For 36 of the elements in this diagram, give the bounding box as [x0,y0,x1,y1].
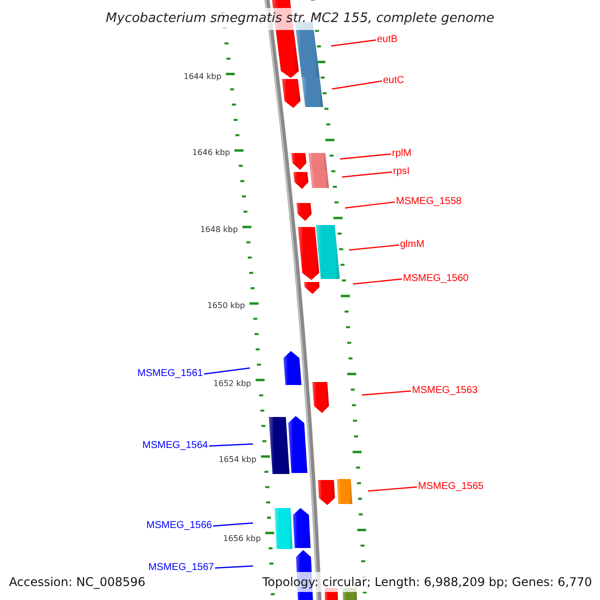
leader-line [204,367,250,375]
leader-line [330,39,376,47]
gene-label: rplM [392,148,412,160]
scale-label: 1650 kbp [207,301,245,310]
gene-label: MSMEG_1561 [137,368,203,380]
accession-text: Accession: NC_008596 [9,574,146,591]
leader-line [340,153,392,160]
leader-line [348,244,400,251]
scale-label: 1644 kbp [184,72,222,80]
title: Mycobacterium smegmatis str. MC2 155, complete genome [106,8,494,30]
gene-label: MSMEG_1560 [403,273,469,285]
genome-stats-text: Topology: circular; Length: 6,988,209 bp; Genes: 6,770 [262,572,592,592]
gene-label: glmM [400,239,424,251]
scale-label: 1648 kbp [200,224,238,234]
scale-label: 1646 kbp [192,148,230,157]
leader-line [368,486,418,492]
gene-label: MSMEG_1566 [146,520,212,532]
gene-label: MSMEG_1563 [412,385,478,397]
scale-label: 1656 kbp [223,534,261,542]
leader-line [362,390,412,396]
gene-label: eutB [377,34,398,46]
gene-label: MSMEG_1564 [142,440,208,452]
leader-line [208,443,254,447]
leader-line [212,522,254,527]
gene-label: rpsI [393,166,410,178]
scale-label: 1652 kbp [213,378,252,388]
leader-line [352,278,402,285]
leader-line [214,565,254,569]
scale-label: 1654 kbp [218,455,256,464]
gene-label: MSMEG_1558 [396,196,462,208]
gene-label: MSMEG_1567 [148,562,214,574]
leader-line [344,201,396,209]
gene-label: eutC [383,75,404,87]
gene-label: MSMEG_1565 [418,481,484,493]
leader-line [332,80,382,90]
leader-line [342,171,392,178]
